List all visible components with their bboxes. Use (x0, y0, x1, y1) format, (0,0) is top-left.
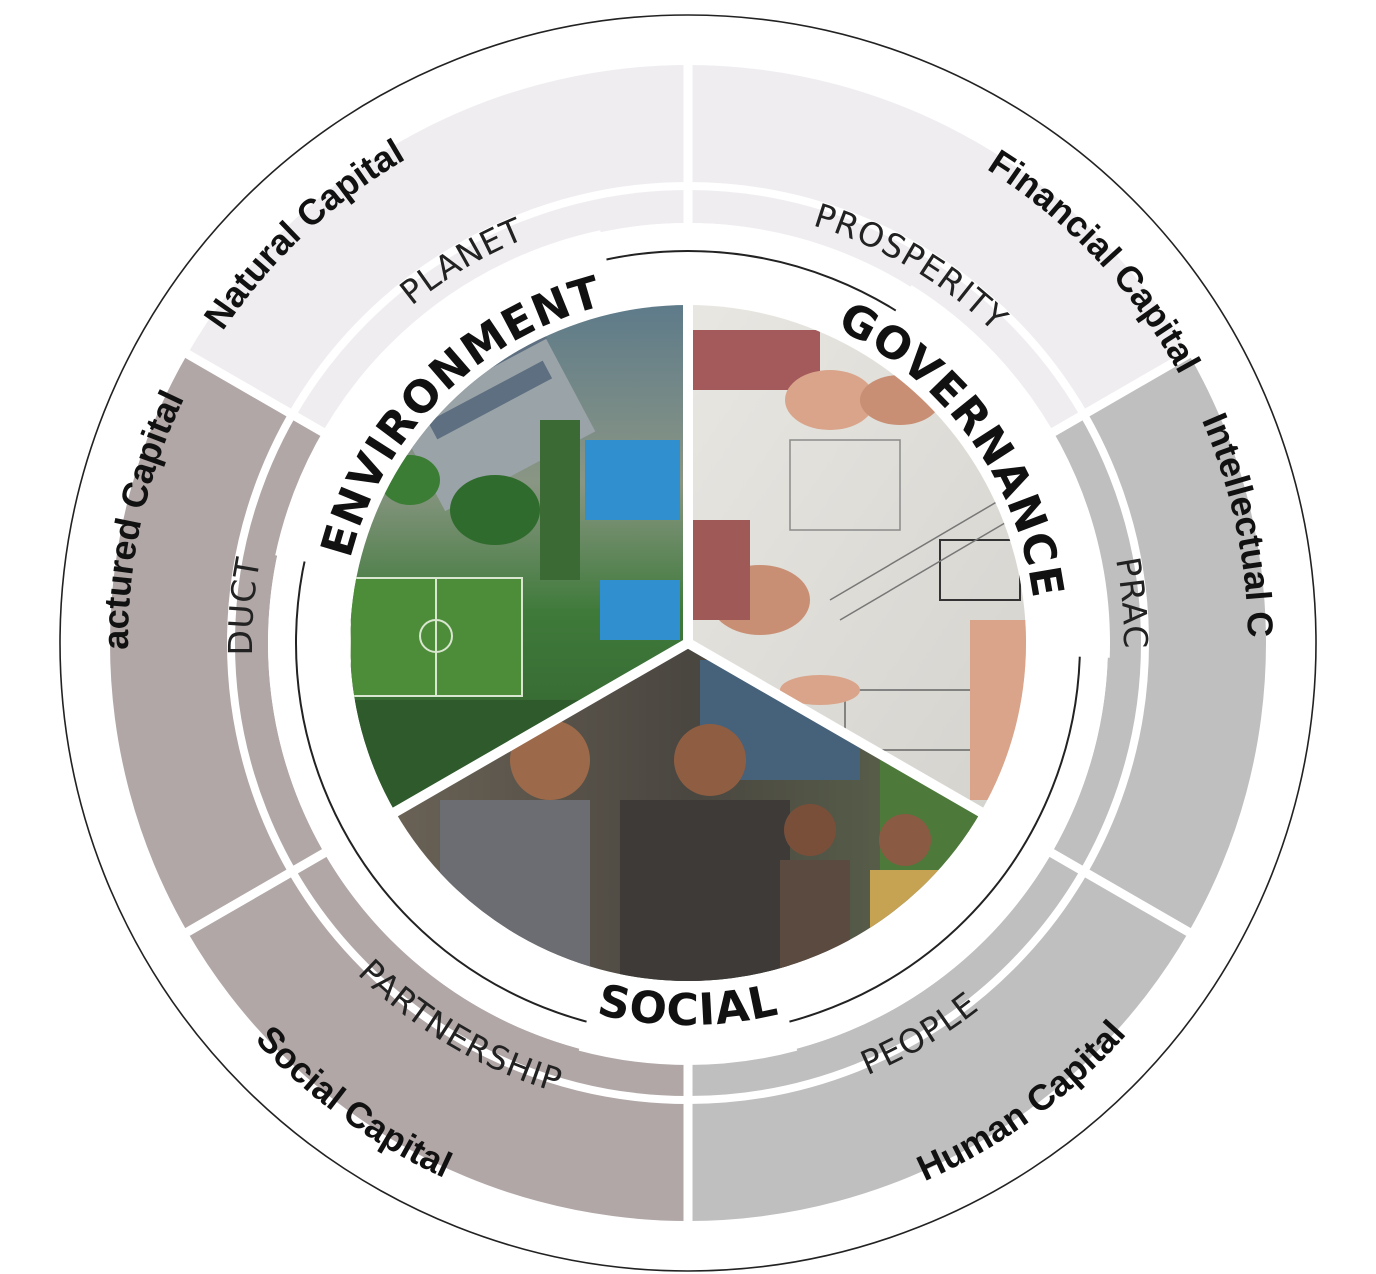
esg-label-backing (275, 230, 613, 568)
band-dividers (183, 63, 1193, 1223)
photo-wheel (349, 300, 1027, 982)
people-band (187, 853, 688, 1221)
esg-label-social: SOCIAL (594, 975, 783, 1036)
esg-label-backing (578, 992, 798, 1065)
photo-divider (685, 638, 989, 820)
esg-label-backing (879, 285, 1110, 658)
outer-ring (59, 14, 1317, 1272)
photo-divider (387, 638, 691, 820)
band-divider (1047, 848, 1193, 937)
prosperity-band (1051, 354, 1266, 932)
partnership-band (110, 354, 325, 932)
practice-band (688, 853, 1189, 1221)
planet-band (688, 65, 1189, 433)
pillar-bands (110, 65, 1266, 1221)
band-divider (183, 349, 329, 438)
band-divider (183, 848, 329, 937)
product-band (187, 65, 688, 433)
band-divider (1047, 349, 1193, 438)
